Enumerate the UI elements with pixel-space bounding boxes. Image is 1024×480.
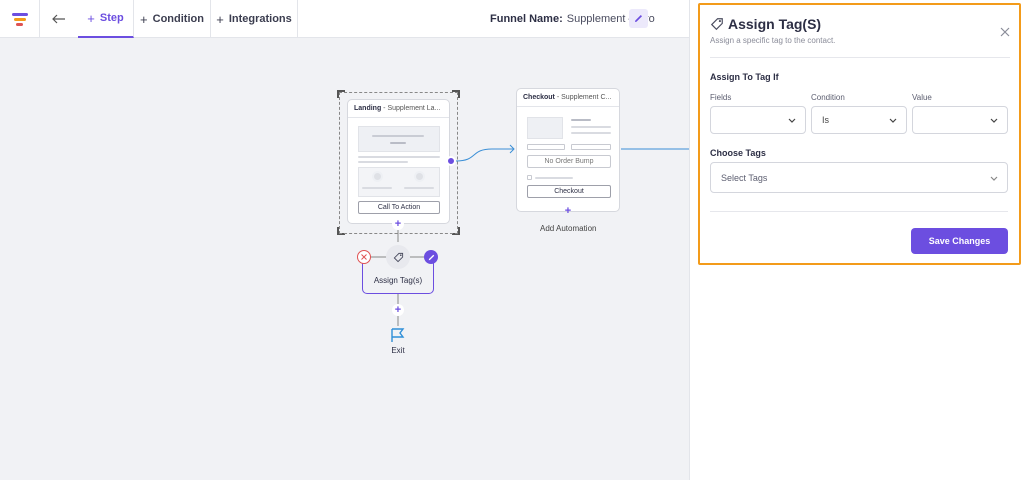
tab-step[interactable]: + Step <box>78 0 134 38</box>
plus-icon: + <box>87 10 95 26</box>
tags-select-placeholder: Select Tags <box>721 172 768 183</box>
save-changes-button[interactable]: Save Changes <box>911 228 1008 254</box>
header-divider <box>710 57 1010 58</box>
flag-icon <box>391 328 405 342</box>
assign-tag-form: Assign Tag(S) Assign a specific tag to t… <box>698 3 1021 265</box>
tab-condition-label: Condition <box>152 13 204 25</box>
tag-icon <box>393 252 403 262</box>
condition-select-value: Is <box>822 115 830 125</box>
tag-icon <box>710 18 723 31</box>
edit-funnel-name-button[interactable] <box>629 9 648 28</box>
value-label: Value <box>912 93 932 102</box>
chevron-down-icon <box>889 118 897 123</box>
funnel-canvas[interactable]: Landing - Supplement La... Call To Actio… <box>0 38 690 480</box>
checkout-node-subtitle: - Supplement C... <box>556 94 612 101</box>
checkout-preview-image <box>527 117 563 139</box>
assign-tag-panel: Assign Tag(S) Assign a specific tag to t… <box>689 0 1024 480</box>
tab-step-label: Step <box>99 12 124 24</box>
funnel-logo-icon[interactable] <box>0 0 40 38</box>
page-preview-image <box>358 126 440 152</box>
funnel-name-label: Funnel Name: <box>490 13 563 25</box>
checkout-node[interactable]: Checkout - Supplement C... No Order Bump… <box>516 88 620 212</box>
tags-select[interactable]: Select Tags <box>710 162 1008 193</box>
checkout-button-preview: Checkout <box>527 185 611 198</box>
plus-icon: + <box>140 11 148 27</box>
action-add-step-button[interactable]: + <box>392 304 404 316</box>
panel-title: Assign Tag(S) <box>710 16 821 32</box>
assign-tag-node-label: Assign Tag(s) <box>373 276 423 285</box>
close-panel-button[interactable] <box>1000 24 1010 40</box>
checkout-node-name: Checkout <box>523 94 555 101</box>
page-preview-section <box>358 167 440 197</box>
edit-node-button[interactable] <box>424 250 438 264</box>
chevron-down-icon <box>990 176 998 181</box>
landing-node-subtitle: - Supplement La... <box>383 105 441 112</box>
order-bump-preview: No Order Bump <box>527 155 611 168</box>
choose-tags-title: Choose Tags <box>710 148 766 158</box>
pencil-icon <box>635 15 642 22</box>
close-icon <box>1000 27 1010 37</box>
close-icon <box>361 254 367 260</box>
checkout-add-step-button[interactable]: + <box>564 205 572 217</box>
arrow-left-icon <box>52 14 65 24</box>
tab-integrations-label: Integrations <box>228 13 292 25</box>
condition-section-title: Assign To Tag If <box>710 72 779 82</box>
exit-label: Exit <box>391 346 405 355</box>
pencil-icon <box>428 254 434 260</box>
condition-select[interactable]: Is <box>811 106 907 134</box>
chevron-down-icon <box>788 118 796 123</box>
landing-output-connector[interactable] <box>446 156 456 166</box>
add-automation-link[interactable]: Add Automation <box>540 224 597 233</box>
delete-node-button[interactable] <box>357 250 371 264</box>
value-select[interactable] <box>912 106 1008 134</box>
landing-cta-preview: Call To Action <box>358 201 440 214</box>
panel-subtitle: Assign a specific tag to the contact. <box>710 36 836 45</box>
landing-add-step-button[interactable]: + <box>392 218 404 230</box>
tab-integrations[interactable]: + Integrations <box>211 0 298 38</box>
footer-divider <box>710 211 1008 212</box>
fields-select[interactable] <box>710 106 806 134</box>
tab-condition[interactable]: + Condition <box>134 0 211 38</box>
back-button[interactable] <box>40 0 78 38</box>
panel-title-text: Assign Tag(S) <box>728 16 822 32</box>
plus-icon: + <box>216 11 224 27</box>
assign-tag-node-icon[interactable] <box>386 245 410 269</box>
landing-node-name: Landing <box>354 105 382 112</box>
checkout-node-title: Checkout - Supplement C... <box>517 89 619 107</box>
landing-node-title: Landing - Supplement La... <box>348 100 449 118</box>
fields-label: Fields <box>710 93 732 102</box>
chevron-down-icon <box>990 118 998 123</box>
landing-node[interactable]: Landing - Supplement La... Call To Actio… <box>347 99 450 224</box>
exit-node[interactable] <box>389 327 407 348</box>
assign-tag-node-frame <box>362 257 434 294</box>
condition-label: Condition <box>811 93 845 102</box>
flow-connectors <box>370 144 690 326</box>
